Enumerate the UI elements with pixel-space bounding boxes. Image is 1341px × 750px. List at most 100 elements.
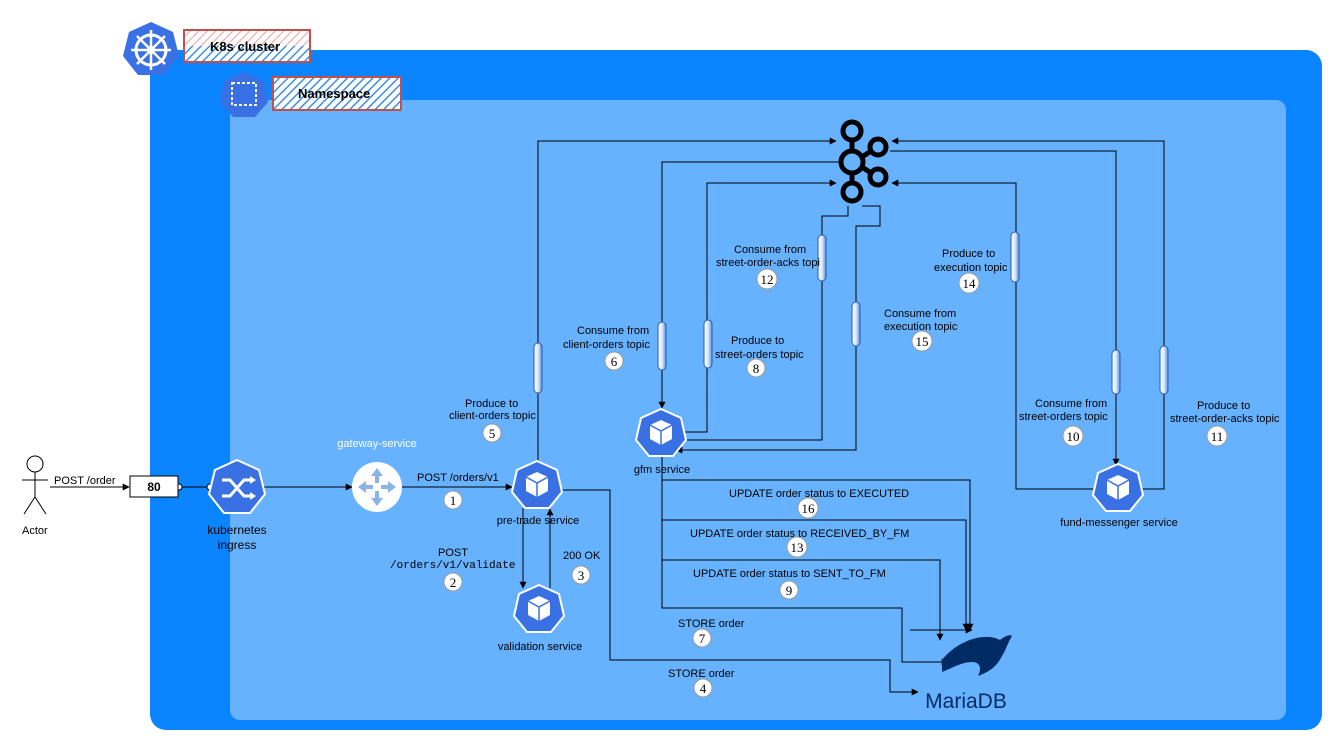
ingress-icon	[207, 458, 267, 514]
svg-text:9: 9	[786, 583, 793, 598]
step-badge-1: 1	[443, 490, 463, 510]
step-badge-6: 6	[604, 351, 624, 371]
step-badge-16: 16	[797, 497, 819, 519]
k8s-cluster-label-box: K8s cluster	[183, 29, 311, 63]
svg-text:1: 1	[450, 493, 457, 508]
actor-icon	[22, 455, 48, 515]
step-badge-2: 2	[443, 572, 463, 592]
svg-text:6: 6	[611, 354, 618, 369]
edge-label-consume-exec-line1: Consume from	[884, 308, 956, 320]
svg-text:8: 8	[753, 361, 760, 376]
edge-label-produce-client-line1: Produce to	[465, 398, 518, 410]
pod-icon	[510, 459, 564, 509]
step-badge-12: 12	[756, 268, 778, 290]
edge-label-update-executed: UPDATE order status to EXECUTED	[729, 488, 909, 500]
namespace-icon	[220, 72, 268, 117]
edge-label-consume-client-line1: Consume from	[577, 325, 649, 337]
edge-update-executed	[662, 479, 974, 631]
gateway-label: gateway-service	[337, 438, 416, 450]
step-badge-13: 13	[786, 536, 808, 558]
topic-queue-icon	[851, 301, 861, 347]
svg-text:15: 15	[916, 334, 929, 349]
step-badge-15: 15	[911, 330, 933, 352]
pre-trade-service-label: pre-trade service	[497, 515, 580, 527]
step-badge-9: 9	[779, 580, 799, 600]
pod-icon	[1091, 462, 1145, 512]
svg-text:12: 12	[761, 272, 774, 287]
pod-icon	[634, 407, 688, 457]
namespace-label-box: Namespace	[272, 76, 402, 111]
svg-text:7: 7	[699, 631, 706, 646]
svg-text:5: 5	[489, 426, 496, 441]
svg-text:3: 3	[578, 568, 585, 583]
edge-store-order-7	[661, 455, 949, 666]
edge-label-produce-exec-line1: Produce to	[942, 248, 995, 260]
edge-label-200-ok: 200 OK	[563, 550, 601, 562]
edge-label-produce-street-line2: street-orders topic	[715, 349, 804, 361]
edge-label-post-order: POST /order	[54, 475, 116, 487]
step-badge-3: 3	[571, 565, 591, 585]
pod-icon	[512, 583, 566, 633]
ingress-label-line1: kubernetes	[207, 523, 266, 537]
edge-label-update-received: UPDATE order status to RECEIVED_BY_FM	[690, 528, 909, 540]
namespace-label: Namespace	[298, 86, 370, 101]
kafka-icon	[838, 119, 889, 204]
svg-text:4: 4	[700, 681, 707, 696]
namespace-area	[230, 100, 1286, 720]
ingress-label-line2: ingress	[218, 538, 257, 552]
svg-text:14: 14	[963, 276, 977, 291]
edge-label-post-validate-line2: /orders/v1/validate	[390, 560, 515, 572]
svg-text:11: 11	[1211, 429, 1224, 444]
kubernetes-icon	[123, 22, 179, 75]
topic-queue-icon	[1010, 231, 1020, 283]
gfm-service-label: gfm service	[634, 464, 690, 476]
topic-queue-icon	[817, 234, 827, 282]
edge-label-consume-exec-line2: execution topic	[884, 321, 958, 333]
edge-label-produce-acks-line2: street-order-acks topic	[1170, 413, 1280, 425]
step-badge-4: 4	[693, 678, 713, 698]
topic-queue-icon	[703, 319, 713, 369]
edge-label-update-sent: UPDATE order status to SENT_TO_FM	[693, 568, 886, 580]
edge-label-store-order-4: STORE order	[668, 668, 735, 680]
ingress-port-number: 80	[147, 480, 161, 494]
svg-text:10: 10	[1067, 429, 1080, 444]
edge-label-produce-acks-line1: Produce to	[1197, 400, 1250, 412]
edge-label-store-order-7: STORE order	[678, 618, 745, 630]
edge-update-sent	[662, 559, 944, 641]
topic-queue-icon	[657, 321, 667, 371]
edge-label-post-orders-v1: POST /orders/v1	[417, 472, 499, 484]
edge-label-produce-street-line1: Produce to	[731, 335, 784, 347]
step-badge-11: 11	[1206, 425, 1228, 447]
edge-consume-execution	[675, 205, 881, 454]
edge-label-produce-exec-line2: execution topic	[934, 262, 1008, 274]
actor-label: Actor	[22, 525, 48, 537]
edge-produce-execution	[891, 179, 1094, 490]
edge-label-produce-client-line2: client-orders topic	[449, 410, 536, 422]
mariadb-icon: MariaDB	[925, 635, 1012, 713]
edge-label-consume-street-line2: street-orders topic	[1019, 411, 1108, 423]
step-badge-10: 10	[1062, 425, 1084, 447]
topic-queue-icon	[533, 342, 543, 394]
edge-produce-street-orders	[682, 179, 837, 433]
step-badge-14: 14	[958, 272, 980, 294]
step-badge-5: 5	[482, 423, 502, 443]
edge-label-consume-client-line2: client-orders topic	[563, 339, 650, 351]
validation-service-label: validation service	[498, 641, 582, 653]
topic-queue-icon	[1111, 349, 1121, 395]
k8s-cluster-label: K8s cluster	[210, 39, 280, 54]
edge-label-consume-street-line1: Consume from	[1035, 398, 1107, 410]
step-badge-8: 8	[746, 358, 766, 378]
svg-text:2: 2	[450, 575, 457, 590]
edge-consume-street-order-acks	[675, 206, 849, 444]
svg-text:16: 16	[802, 501, 816, 516]
topic-queue-icon	[1159, 345, 1169, 395]
step-badge-7: 7	[692, 628, 712, 648]
edge-label-post-validate-line1: POST	[438, 547, 468, 559]
gateway-icon	[352, 462, 402, 512]
mariadb-label: MariaDB	[925, 690, 1007, 713]
edge-produce-street-order-acks	[891, 137, 1165, 490]
edge-update-received	[662, 519, 970, 631]
edge-label-consume-acks-line2: street-order-acks topi	[716, 257, 820, 269]
svg-text:13: 13	[791, 540, 804, 555]
